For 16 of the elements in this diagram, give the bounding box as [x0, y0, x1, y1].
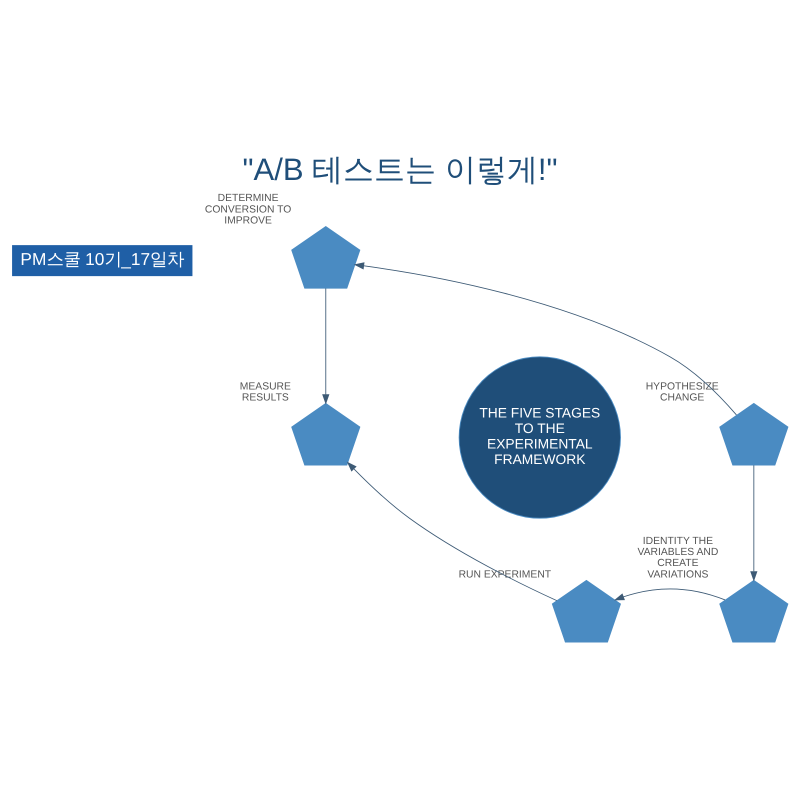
node-label: MEASURE RESULTS: [240, 381, 291, 404]
node-pentagon: [291, 226, 360, 289]
diagram-title: "A/B 테스트는 이렇게!": [242, 152, 558, 187]
node-pentagon: [719, 580, 788, 642]
arrow: [614, 588, 726, 600]
arrow: [346, 462, 558, 602]
arrow: [750, 464, 758, 582]
node-label: IDENTITY THE VARIABLES AND CREATE VARIATIONS: [637, 536, 718, 580]
arrow: [354, 262, 737, 416]
node-pentagon: [719, 402, 788, 466]
node-circle: THE FIVE STAGES TO THE EXPERIMENTAL FRAMEWORK: [458, 356, 621, 519]
node-pentagon: [552, 580, 622, 642]
node-label: DETERMINE CONVERSION TO IMPROVE: [204, 193, 292, 227]
arrow: [322, 288, 330, 405]
node-pentagon: [291, 402, 360, 466]
label: PM스쿨 10기_17일차: [20, 248, 184, 269]
